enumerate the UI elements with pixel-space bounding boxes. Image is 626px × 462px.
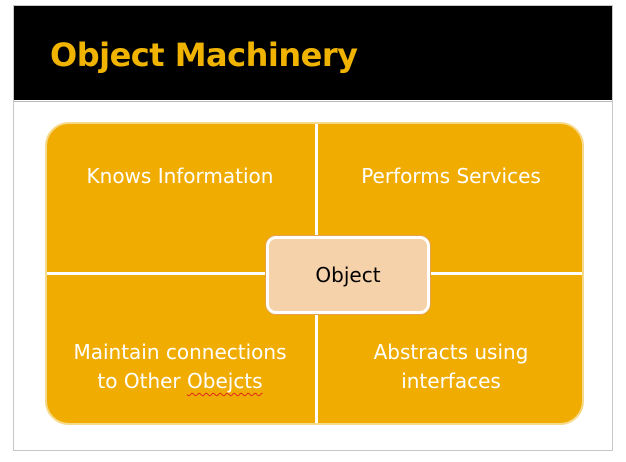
center-object-box: Object	[266, 236, 430, 314]
quadrant-label-line-2: interfaces	[401, 369, 501, 393]
quadrant-knows-information: Knows Information	[47, 162, 313, 191]
quadrant-abstracts-using-interfaces: Abstracts using interfaces	[318, 338, 582, 396]
quadrant-performs-services: Performs Services	[318, 162, 582, 191]
center-label: Object	[315, 263, 381, 287]
slide-title: Object Machinery	[50, 36, 358, 74]
quadrant-label-text: to Other	[97, 369, 188, 393]
misspelled-word: Obejcts	[187, 369, 263, 393]
object-matrix-diagram: Knows Information Performs Services Main…	[45, 122, 584, 425]
quadrant-label-line-2: to Other Obejcts	[47, 367, 313, 396]
quadrant-label: Performs Services	[361, 164, 541, 188]
quadrant-maintain-connections: Maintain connections to Other Obejcts	[47, 338, 313, 396]
slide: Object Machinery Knows Information Perfo…	[13, 5, 613, 451]
quadrant-label-line-1: Abstracts using	[373, 340, 529, 364]
title-divider	[14, 101, 612, 102]
title-bar: Object Machinery	[14, 6, 612, 100]
quadrant-label: Knows Information	[86, 164, 274, 188]
quadrant-label-line-1: Maintain connections	[73, 340, 287, 364]
